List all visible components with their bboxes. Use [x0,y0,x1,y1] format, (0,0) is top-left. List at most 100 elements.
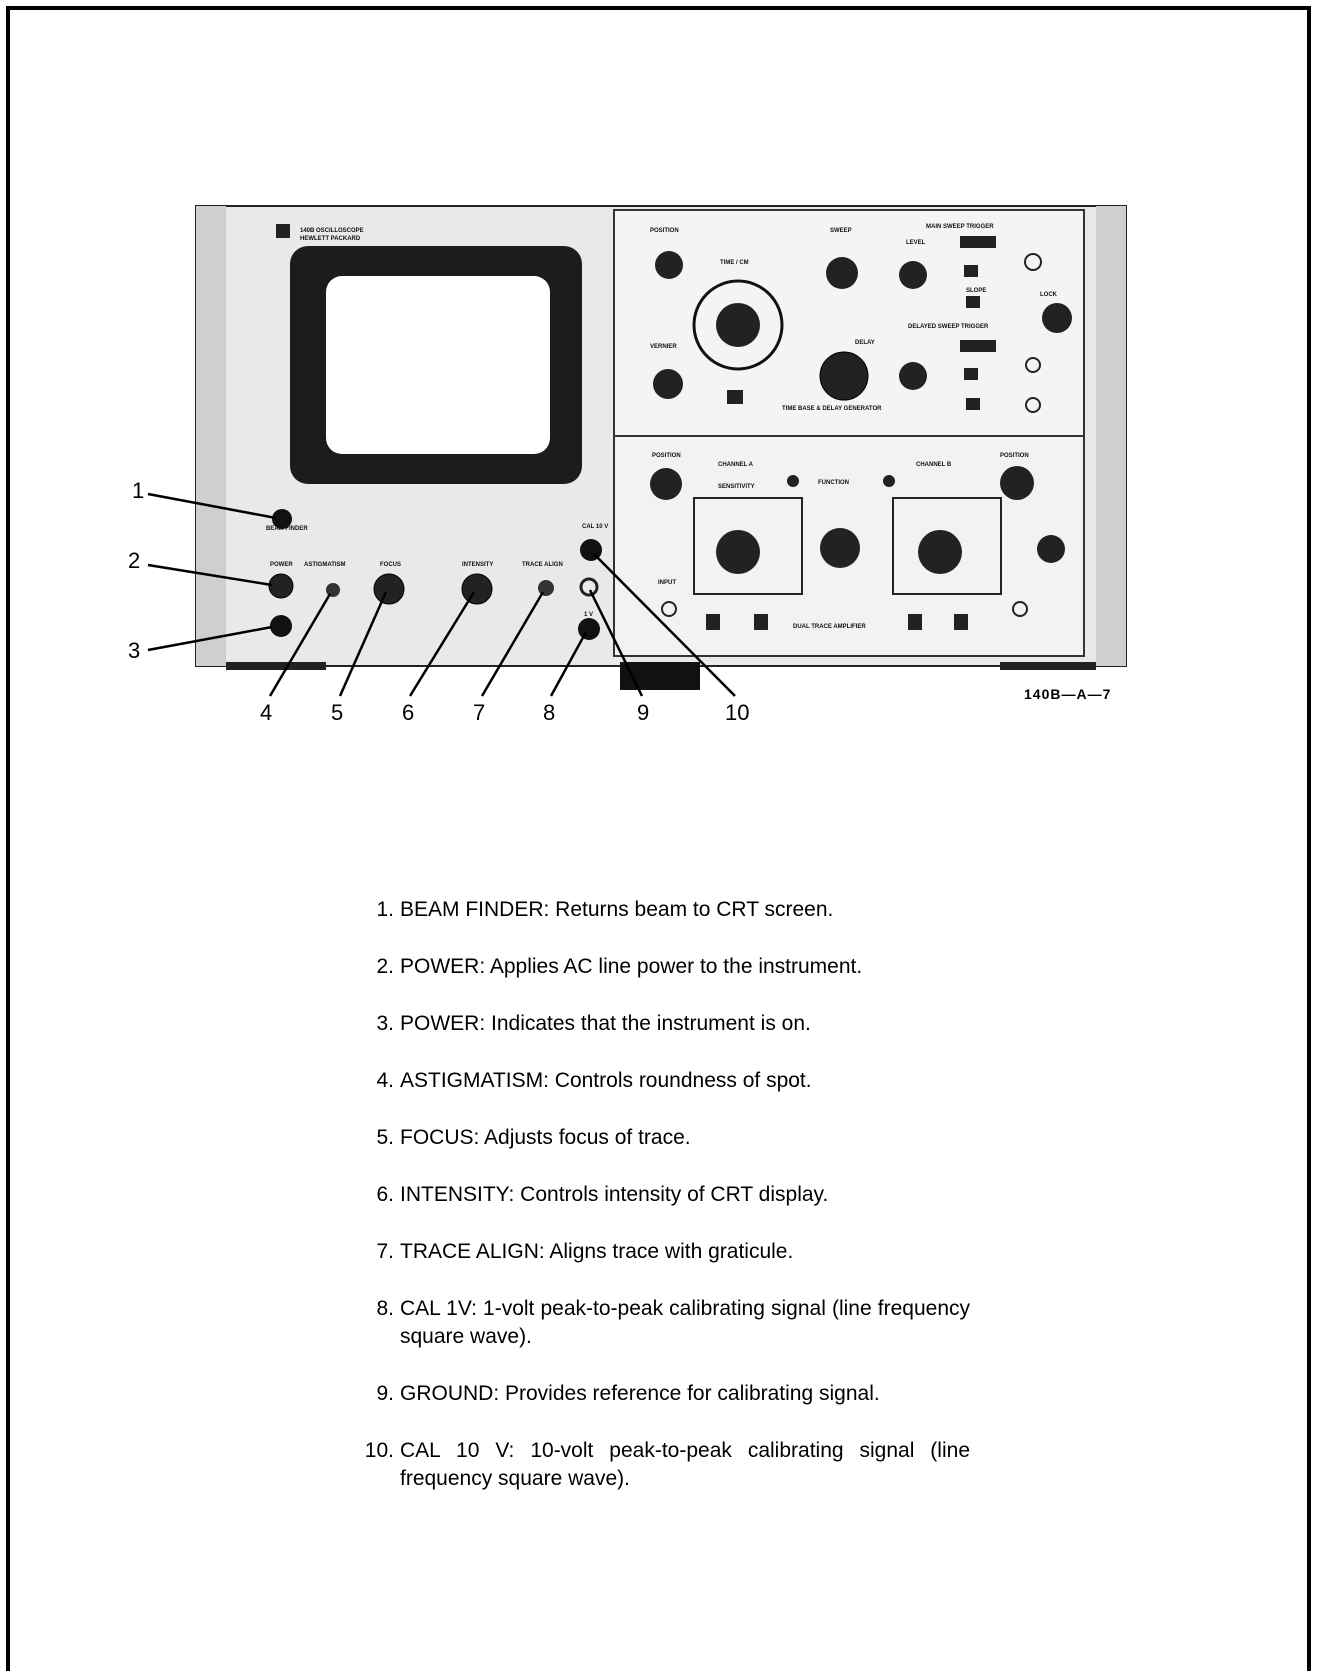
callout-4: 4 [260,700,273,725]
legend-text: ASTIGMATISM: Controls roundness of spot. [400,1069,812,1092]
time-base-label: TIME BASE & DELAY GENERATOR [782,406,882,412]
legend-number: 2. [376,955,394,978]
callout-3: 3 [128,638,141,663]
legend-item: 9. GROUND: Provides reference for calibr… [358,1380,970,1408]
legend-item: 6. INTENSITY: Controls intensity of CRT … [358,1181,970,1209]
mode-switch [727,390,743,404]
channel-a-input-switch [754,614,768,630]
vernier-knob [653,369,683,399]
legend-text: INTENSITY: Controls intensity of CRT dis… [400,1183,829,1206]
cal-1v-terminal [578,618,600,640]
legend-number: 7. [376,1240,394,1263]
channel-b-coupling-switch [954,614,968,630]
leader-5 [338,591,388,697]
leader-1 [147,492,277,520]
dual-trace-label: DUAL TRACE AMPLIFIER [793,624,866,630]
cal-1v-label: 1 V [584,612,593,618]
channel-a-sensitivity-knob [716,530,760,574]
lock-knob [1042,303,1072,333]
legend-item: 5. FOCUS: Adjusts focus of trace. [358,1124,970,1152]
legend-text: POWER: Indicates that the instrument is … [400,1012,811,1035]
legend-item: 4. ASTIGMATISM: Controls roundness of sp… [358,1067,970,1095]
main-slope-label: SLOPE [966,288,986,294]
callout-1: 1 [132,478,145,503]
lock-label: LOCK [1040,292,1058,298]
legend-number: 3. [376,1012,394,1035]
leader-7 [480,591,545,697]
legend-text: BEAM FINDER: Returns beam to CRT screen. [400,898,834,921]
channel-a-dc-bal [787,475,799,487]
main-sweep-trigger-label: MAIN SWEEP TRIGGER [926,224,994,230]
tb-position-knob [655,251,683,279]
legend-number: 6. [376,1183,394,1206]
focus-knob [373,573,405,605]
beam-finder-button [272,509,292,529]
delayed-slope-switch [966,398,980,410]
channel-a-position-knob [650,468,682,500]
delayed-source-switch [960,340,996,352]
astigmatism-control [326,583,340,597]
bottom-trim-right [1000,662,1096,670]
sweep-knob [826,257,858,289]
callout-10: 10 [725,700,750,725]
function-label: FUNCTION [818,480,849,486]
legend-number: 9. [376,1382,394,1405]
channel-a-label: CHANNEL A [718,462,754,468]
time-cm-knob [716,303,760,347]
channel-b-input-switch [908,614,922,630]
legend-number: 1. [376,898,394,921]
main-slope-switch [966,296,980,308]
delayed-level-knob [899,362,927,390]
trace-align-control [538,580,554,596]
function-knob [820,528,860,568]
main-ext-input [1024,253,1042,271]
legend-number: 10. [364,1439,394,1462]
sweep-label: SWEEP [830,228,852,234]
leader-2 [147,563,273,587]
legend-item: 3. POWER: Indicates that the instrument … [358,1010,970,1038]
delay-dial [819,351,869,401]
oscilloscope-drawing: 140B OSCILLOSCOPE HEWLETT PACKARD BEAM F… [147,205,1127,697]
legend-item: 10. CAL 10 V: 10-volt peak-to-peak calib… [358,1437,970,1493]
legend-text: CAL 1V: 1-volt peak-to-peak calibrating … [400,1297,970,1348]
page-border [6,6,1311,1671]
intensity-knob [461,573,493,605]
channel-b-sensitivity-frame [892,497,1002,595]
input-a-label: INPUT [658,580,676,586]
channel-b-position-knob [1000,466,1034,500]
time-cm-dial [692,279,784,371]
legend-list: 1. BEAM FINDER: Returns beam to CRT scre… [358,896,970,1493]
power-label: POWER [270,562,293,568]
legend-number: 5. [376,1126,394,1149]
focus-label: FOCUS [380,562,401,568]
callout-9: 9 [637,700,650,725]
legend-text: GROUND: Provides reference for calibrati… [400,1382,880,1405]
leader-4 [268,593,332,697]
leader-10 [593,553,736,697]
main-coupling-switch [964,265,978,277]
channel-a-sensitivity-frame [693,497,803,595]
trace-align-label: TRACE ALIGN [522,562,563,568]
channel-a-coupling-switch [706,614,720,630]
delayed-coupling-switch [964,368,978,380]
legend-item: 8. CAL 1V: 1-volt peak-to-peak calibrati… [358,1295,970,1351]
left-rack-ear [196,206,226,666]
right-rack-ear [1096,206,1126,666]
channel-b-input [1012,601,1028,617]
legend-text: CAL 10 V: 10-volt peak-to-peak calibrati… [400,1439,970,1490]
channel-b-label: CHANNEL B [916,462,952,468]
main-level-knob [899,261,927,289]
amp-position-a-label: POSITION [652,453,681,459]
tb-position-label: POSITION [650,228,679,234]
hp-logo [276,224,290,238]
channel-a-input [661,601,677,617]
dlyd-trig-output [1025,397,1041,413]
callout-5: 5 [331,700,344,725]
delay-label: DELAY [855,340,875,346]
legend-text: FOCUS: Adjusts focus of trace. [400,1126,691,1149]
channel-b-dc-bal [883,475,895,487]
leader-3 [147,625,273,652]
power-lamp [270,615,292,637]
cal-10v-label: CAL 10 V [582,524,608,530]
legend-text: TRACE ALIGN: Aligns trace with graticule… [400,1240,794,1263]
